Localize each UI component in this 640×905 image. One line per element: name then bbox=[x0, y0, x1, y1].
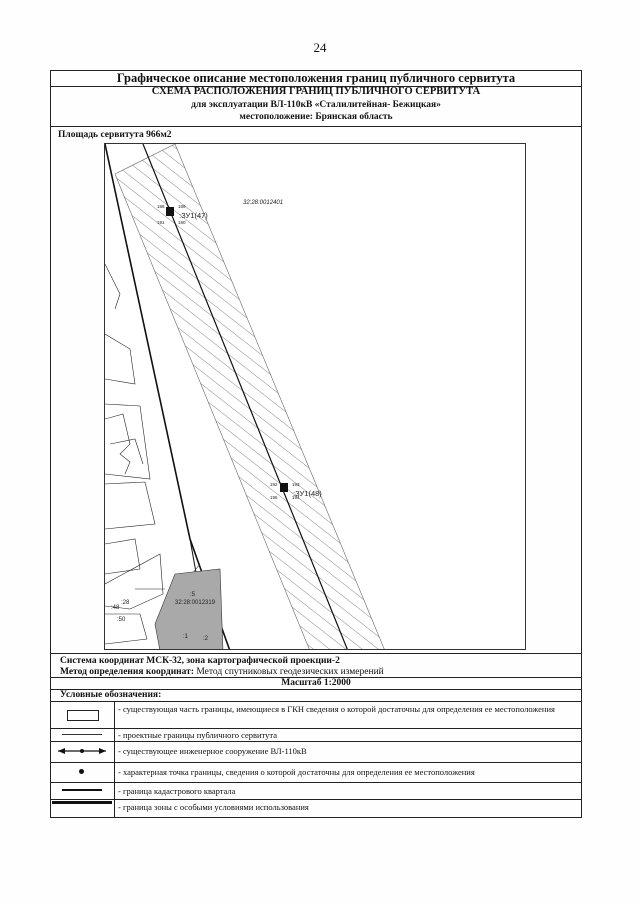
legend-item: - проектные границы публичного сервитута bbox=[50, 728, 582, 741]
zone-line-icon bbox=[52, 801, 112, 804]
document-frame bbox=[50, 70, 582, 818]
svg-text:194: 194 bbox=[292, 495, 300, 500]
parcel-label: 32:28:0012319 bbox=[175, 600, 216, 606]
svg-text:189: 189 bbox=[178, 204, 186, 209]
svg-text::2: :2 bbox=[203, 636, 209, 642]
divider bbox=[50, 126, 582, 127]
scheme-purpose: для эксплуатации ВЛ-110кВ «Сталилитейная… bbox=[191, 100, 441, 110]
point-cluster-bottom bbox=[280, 483, 288, 492]
divider bbox=[50, 701, 582, 702]
point-cluster-top bbox=[166, 207, 174, 216]
legend-item: - граница зоны с особыми условиями испол… bbox=[50, 799, 582, 817]
svg-text:190: 190 bbox=[178, 220, 186, 225]
svg-text::28: :28 bbox=[121, 600, 130, 606]
svg-text::1: :1 bbox=[183, 634, 189, 640]
servitude-area: Площадь сервитута 966м2 bbox=[58, 130, 172, 140]
svg-text::48: :48 bbox=[111, 605, 120, 611]
divider bbox=[50, 653, 582, 654]
thick-line-icon bbox=[62, 789, 102, 791]
zu-label-bottom: :ЗУ1(48) bbox=[293, 489, 322, 498]
servitude-zone bbox=[114, 144, 385, 649]
cadastral-map: 32:28:0012401 32:28:0012319 :ЗУ1(47) :ЗУ… bbox=[105, 144, 385, 649]
scheme-title: СХЕМА РАСПОЛОЖЕНИЯ ГРАНИЦ ПУБЛИЧНОГО СЕР… bbox=[151, 86, 481, 97]
svg-text:188: 188 bbox=[157, 204, 165, 209]
point-icon bbox=[79, 769, 84, 774]
quarter-label: 32:28:0012401 bbox=[243, 200, 283, 206]
legend-item: - граница кадастрового квартала bbox=[50, 782, 582, 799]
thin-line-icon bbox=[62, 734, 102, 735]
map-area: 32:28:0012401 32:28:0012319 :ЗУ1(47) :ЗУ… bbox=[104, 143, 526, 650]
page-number: 24 bbox=[313, 40, 327, 55]
coordinate-system: Система координат МСК-32, зона картограф… bbox=[60, 656, 340, 666]
document-title: Графическое описание местоположения гран… bbox=[116, 71, 516, 85]
svg-text::5: :5 bbox=[190, 592, 196, 598]
coordinate-method: Метод определения координат: Метод спутн… bbox=[60, 667, 384, 677]
divider bbox=[50, 677, 582, 678]
legend-title: Условные обозначения: bbox=[60, 690, 162, 700]
scheme-location: местоположение: Брянская область bbox=[239, 112, 393, 122]
legend-item: - существующее инженерное сооружение ВЛ-… bbox=[50, 741, 582, 762]
power-line-icon bbox=[58, 748, 106, 754]
divider bbox=[50, 86, 582, 87]
svg-text:195: 195 bbox=[270, 495, 278, 500]
legend-item: - существующая часть границы, имеющиеся … bbox=[50, 701, 582, 728]
legend-item: - характерная точка границы, сведения о … bbox=[50, 762, 582, 782]
power-line bbox=[142, 144, 348, 649]
rect-symbol-icon bbox=[67, 710, 99, 721]
parcel-grey bbox=[154, 568, 224, 649]
svg-text:191: 191 bbox=[157, 220, 165, 225]
divider bbox=[50, 689, 582, 690]
svg-text::50: :50 bbox=[117, 617, 126, 623]
zu-label-top: :ЗУ1(47) bbox=[179, 211, 208, 220]
svg-text:192: 192 bbox=[270, 482, 278, 487]
map-scale: Масштаб 1:2000 bbox=[281, 678, 351, 688]
svg-text:193: 193 bbox=[292, 482, 300, 487]
